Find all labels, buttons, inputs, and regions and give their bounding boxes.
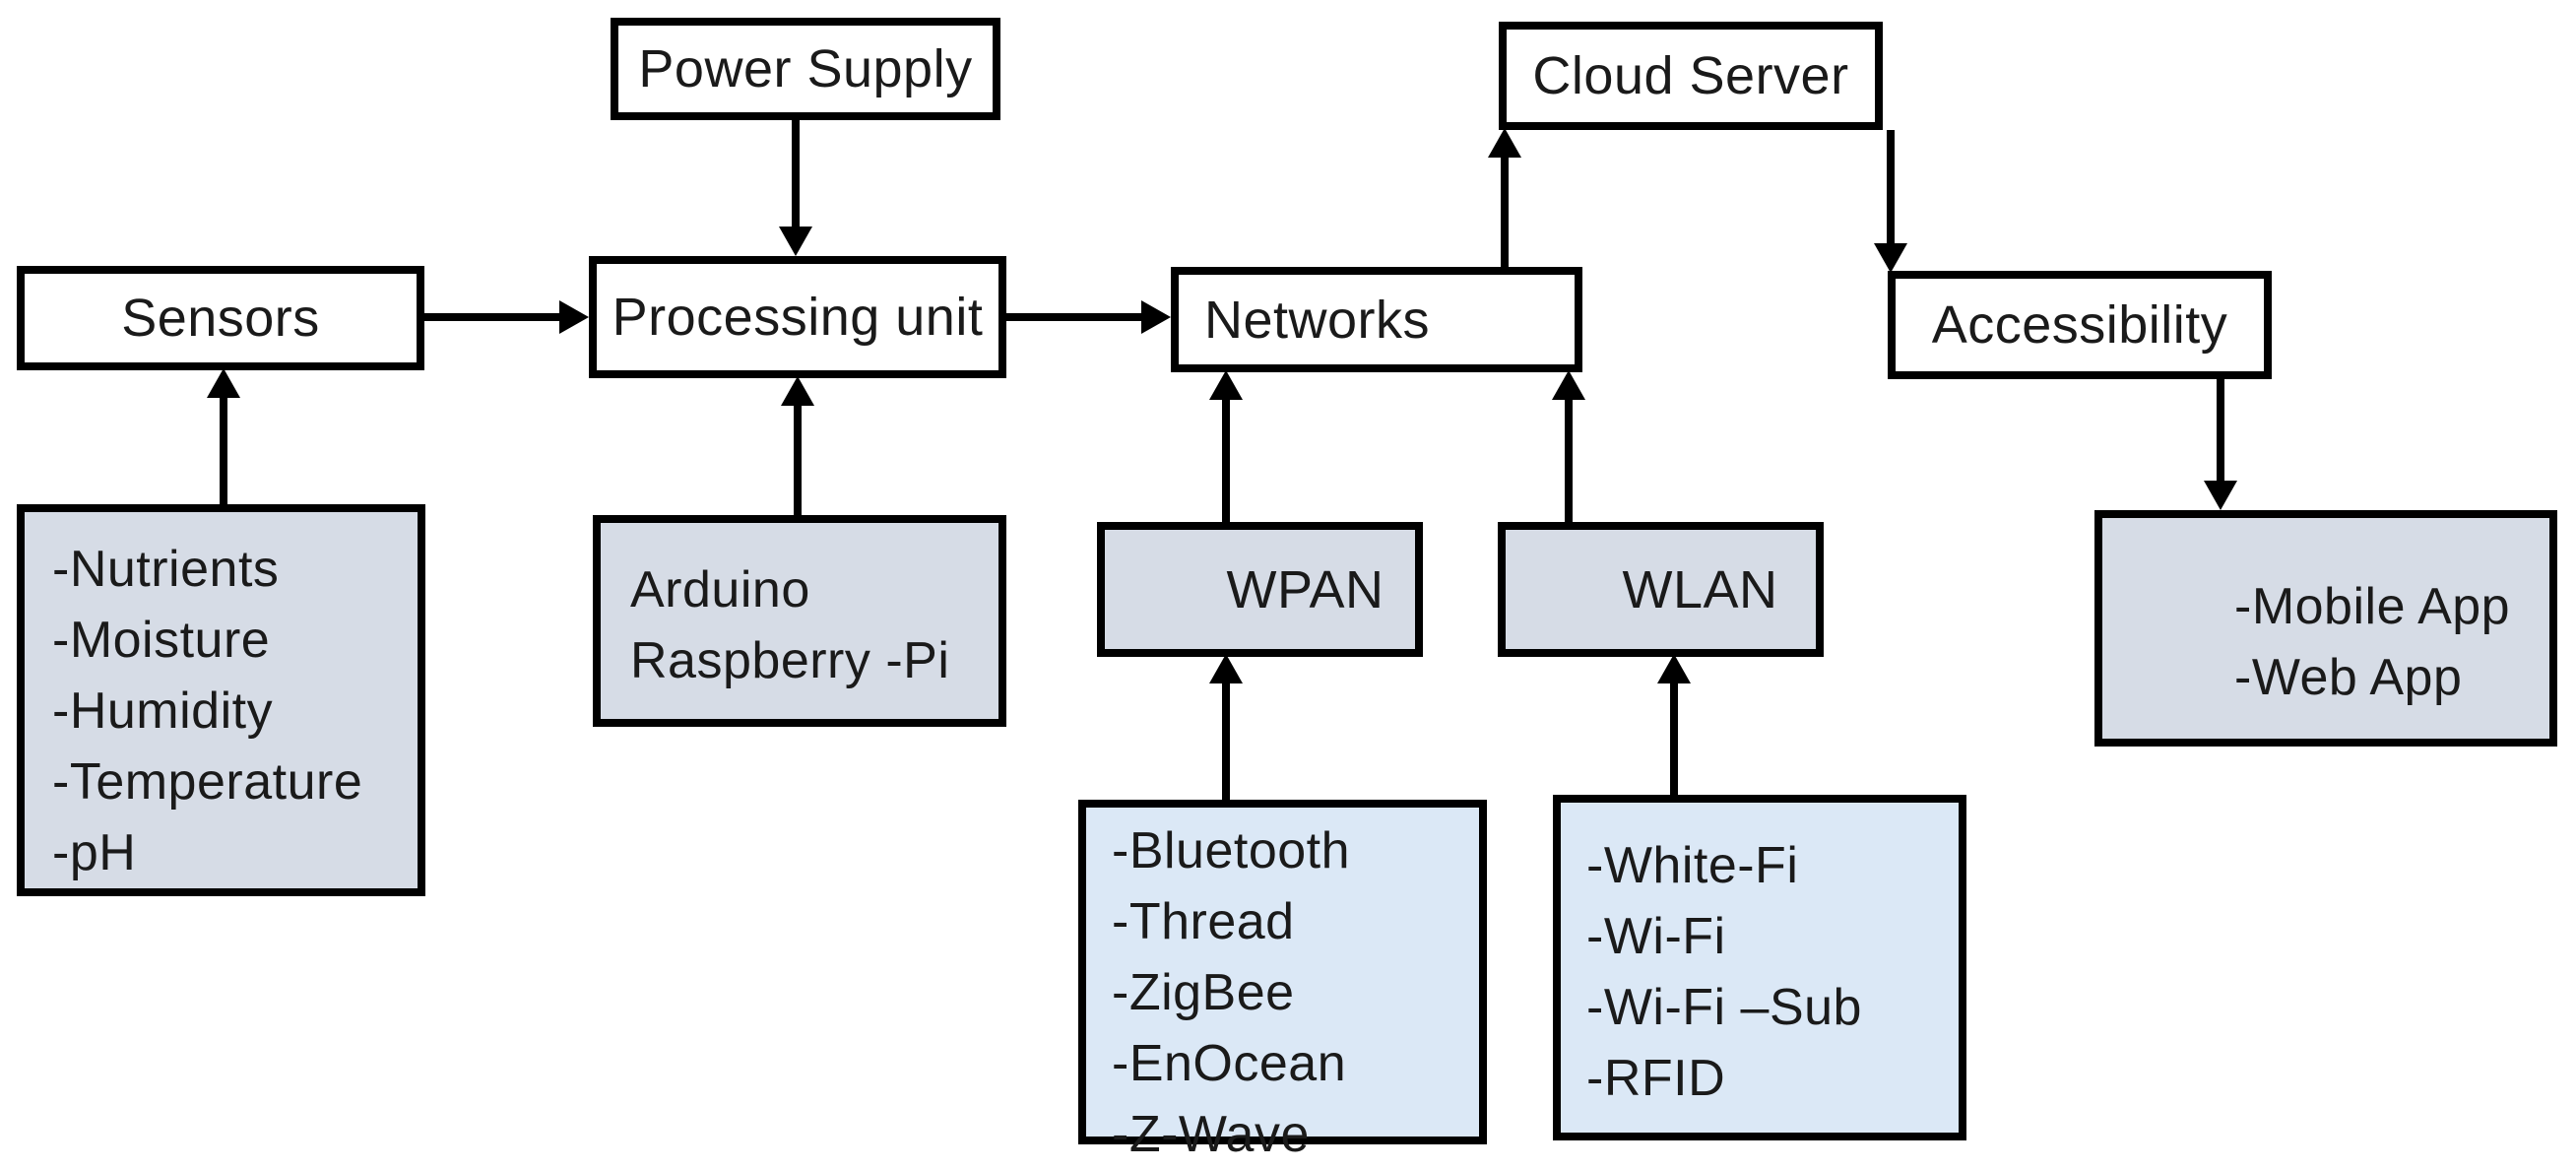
edge-accessibility-to-access-apps <box>2217 379 2224 483</box>
node-networks: Networks <box>1171 267 1582 372</box>
arrowhead-right-icon <box>1141 300 1171 334</box>
list-item: -Mobile App <box>2234 578 2511 635</box>
arrowhead-up-icon <box>1657 654 1691 683</box>
arrowhead-up-icon <box>1209 654 1243 683</box>
edge-wpan-protocols-to-wpan <box>1222 682 1230 800</box>
node-processing-unit: Processing unit <box>589 256 1006 378</box>
list-item: -White-Fi <box>1586 837 1799 894</box>
node-sensors: Sensors <box>17 266 424 370</box>
list-item: -Wi-Fi –Sub <box>1586 979 1862 1036</box>
list-item: -Z-Wave <box>1112 1106 1310 1163</box>
arrowhead-up-icon <box>207 368 240 398</box>
node-wlan: WLAN <box>1498 522 1824 657</box>
edge-cloud-server-to-accessibility <box>1887 130 1895 245</box>
arrowhead-down-icon <box>779 227 812 256</box>
arrowhead-right-icon <box>559 300 589 334</box>
list-wpan-protocols: -Bluetooth -Thread -ZigBee -EnOcean -Z-W… <box>1078 800 1487 1163</box>
list-item: -Web App <box>2234 649 2463 706</box>
node-accessibility: Accessibility <box>1888 271 2272 379</box>
edge-wpan-to-networks <box>1222 398 1230 522</box>
list-sensor-types: -Nutrients -Moisture -Humidity -Temperat… <box>17 504 425 896</box>
list-item: -Bluetooth <box>1112 822 1351 879</box>
arrowhead-up-icon <box>1209 370 1243 400</box>
edge-processing-unit-to-networks <box>1006 313 1144 321</box>
edge-sensors-to-processing-unit <box>424 313 562 321</box>
list-item: -Temperature <box>52 753 363 811</box>
list-item: -Nutrients <box>52 541 280 598</box>
list-item: -Moisture <box>52 612 271 669</box>
node-wpan: WPAN <box>1097 522 1423 657</box>
list-item: -ZigBee <box>1112 964 1295 1021</box>
arrowhead-up-icon <box>1488 128 1521 158</box>
list-item: -pH <box>52 824 137 881</box>
list-item: -RFID <box>1586 1050 1726 1107</box>
list-item: -Wi-Fi <box>1586 908 1726 965</box>
list-wlan-protocols: -White-Fi -Wi-Fi -Wi-Fi –Sub -RFID <box>1553 795 1966 1140</box>
edge-wlan-protocols-to-wlan <box>1670 682 1678 795</box>
arrowhead-up-icon <box>1552 370 1585 400</box>
node-power-supply: Power Supply <box>611 18 1000 120</box>
edge-sensor-types-to-sensors <box>220 396 227 504</box>
edge-networks-to-cloud-server <box>1501 156 1509 267</box>
list-processing-boards: Arduino Raspberry -Pi <box>593 515 1006 727</box>
list-item: -EnOcean <box>1112 1035 1347 1092</box>
list-item: -Thread <box>1112 893 1295 950</box>
list-item: -Humidity <box>52 682 274 740</box>
edge-power-supply-to-processing-unit <box>792 120 800 228</box>
list-access-apps: -Mobile App -Web App <box>2094 510 2557 747</box>
edge-boards-to-processing-unit <box>794 404 802 515</box>
list-item: Raspberry -Pi <box>630 632 950 689</box>
arrowhead-up-icon <box>781 376 814 406</box>
node-cloud-server: Cloud Server <box>1499 22 1883 130</box>
arrowhead-down-icon <box>1874 243 1907 273</box>
edge-wlan-to-networks <box>1565 398 1573 522</box>
list-item: Arduino <box>630 561 810 618</box>
arrowhead-down-icon <box>2204 481 2237 510</box>
